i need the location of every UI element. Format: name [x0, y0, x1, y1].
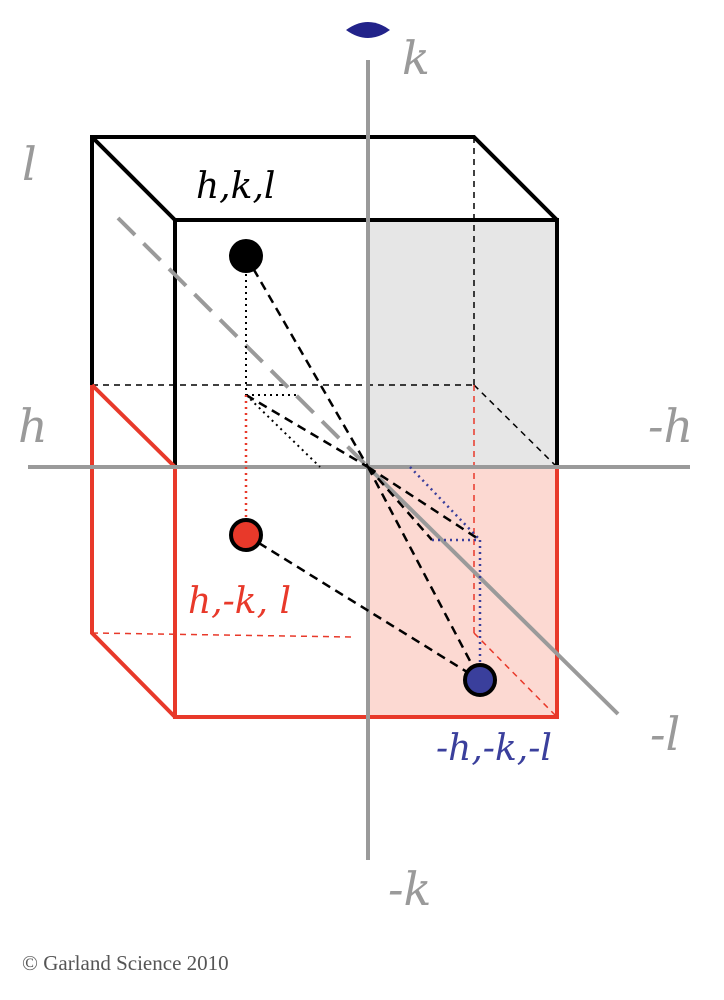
- l-axis-back: [116, 216, 370, 469]
- projection-lines: [244, 255, 482, 682]
- k-axis-label: k: [402, 31, 430, 85]
- label-minush-minusk-minusl: -h,-k,-l: [436, 728, 552, 769]
- point-h-minusk-l: [229, 518, 263, 552]
- label-hkl: h,k,l: [196, 166, 275, 207]
- point-minush-minusk-minusl: [463, 663, 497, 697]
- top-shaded-face: [368, 220, 557, 467]
- point-hkl: [229, 239, 263, 273]
- neg-h-axis-label: -h: [648, 399, 693, 453]
- l-axis-label: l: [22, 137, 37, 191]
- label-h-minusk-l: h,-k, l: [188, 581, 291, 622]
- eye-icon: [346, 22, 390, 38]
- l-axis-front: [366, 465, 620, 716]
- h-axis-label: h: [18, 399, 48, 453]
- copyright-notice: © Garland Science 2010: [22, 951, 229, 975]
- axes: [28, 60, 690, 860]
- neg-k-axis-label: -k: [388, 862, 431, 916]
- bottom-shaded-face: [368, 467, 557, 717]
- bottom-box-hidden-edges: [91, 385, 558, 718]
- dotted-construction: [245, 256, 321, 468]
- blue-dotted-construction: [409, 466, 482, 680]
- neg-l-axis-label: -l: [650, 707, 680, 761]
